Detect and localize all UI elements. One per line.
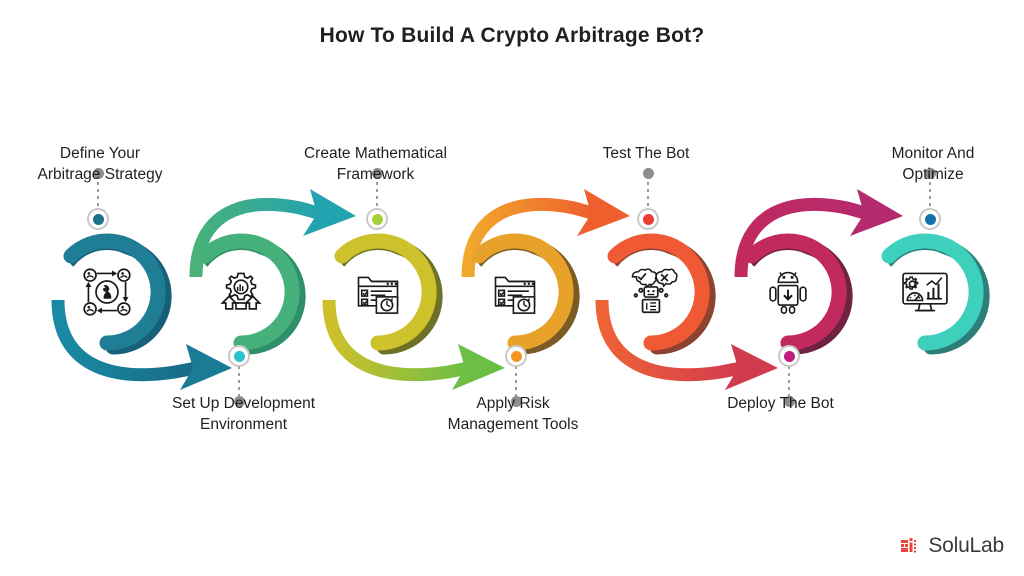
step-label-1: Define Your Arbitrage Strategy [37, 145, 163, 183]
step-ring-1 [48, 233, 172, 355]
step-node-2[interactable] [182, 233, 306, 355]
step-ring-6 [729, 233, 853, 355]
connector-ring-dot [87, 208, 109, 230]
step-label-3: Create Mathematical Framework [303, 145, 447, 183]
connector-stem [376, 168, 378, 230]
connector-small-dot [510, 396, 522, 407]
step-connector-3 [366, 168, 388, 230]
strategy-network-icon [65, 250, 149, 334]
step-node-7[interactable] [866, 233, 990, 355]
step-label-4: Apply Risk Management Tools [447, 395, 579, 433]
step-label-2: Set Up Development Environment [171, 395, 316, 433]
connector-ring-dot [366, 208, 388, 230]
step-ring-7 [866, 233, 990, 355]
connector-ring-dot [637, 208, 659, 230]
step-connector-5 [637, 168, 659, 230]
connector-stem [97, 168, 99, 230]
step-ring-3 [319, 233, 443, 355]
connector-small-dot [92, 168, 104, 179]
android-deploy-icon [746, 250, 830, 334]
step-label-7: Monitor And Optimize [891, 145, 975, 183]
step-ring-4 [456, 233, 580, 355]
step-connector-4 [505, 345, 527, 407]
connector-ring-dot [778, 345, 800, 367]
step-node-6[interactable] [729, 233, 853, 355]
step-node-1[interactable] [48, 233, 172, 355]
connector-small-dot [233, 396, 245, 407]
solulab-wordmark: SoluLab [928, 534, 1004, 557]
connector-ring-dot [919, 208, 941, 230]
arrow-3-to-4 [322, 299, 505, 390]
connector-ring-dot [228, 345, 250, 367]
connector-small-dot [783, 396, 795, 407]
step-node-3[interactable] [319, 233, 443, 355]
solulab-logo: SoluLab [900, 534, 1004, 558]
connector-stem [929, 168, 931, 230]
step-node-4[interactable] [456, 233, 580, 355]
monitor-analytics-icon [883, 250, 967, 334]
step-ring-2 [182, 233, 306, 355]
connector-small-dot [642, 168, 654, 179]
step-node-5[interactable] [592, 233, 716, 355]
connector-stem [515, 345, 517, 407]
connector-stem [238, 345, 240, 407]
arrow-4-to-5 [461, 189, 630, 278]
arrow-5-to-6 [595, 299, 778, 390]
arrow-1-to-2 [51, 299, 232, 390]
connector-ring-dot [505, 345, 527, 367]
step-connector-1 [87, 168, 109, 230]
browser-checklist-icon [336, 250, 420, 334]
connector-small-dot [371, 168, 383, 179]
step-ring-5 [592, 233, 716, 355]
robot-test-icon [609, 250, 693, 334]
step-connector-6 [778, 345, 800, 407]
connector-small-dot [924, 168, 936, 179]
connector-stem [647, 168, 649, 230]
step-label-6: Deploy The Bot [727, 395, 834, 412]
page-title: How To Build A Crypto Arbitrage Bot? [319, 24, 705, 47]
browser-checklist-icon [473, 250, 557, 334]
step-connector-7 [919, 168, 941, 230]
step-label-5: Test The Bot [602, 145, 690, 162]
arrow-6-to-7 [734, 189, 903, 278]
solulab-mark-icon [901, 538, 917, 553]
connector-stem [788, 345, 790, 407]
step-connector-2 [228, 345, 250, 407]
gear-setup-icon [199, 250, 283, 334]
